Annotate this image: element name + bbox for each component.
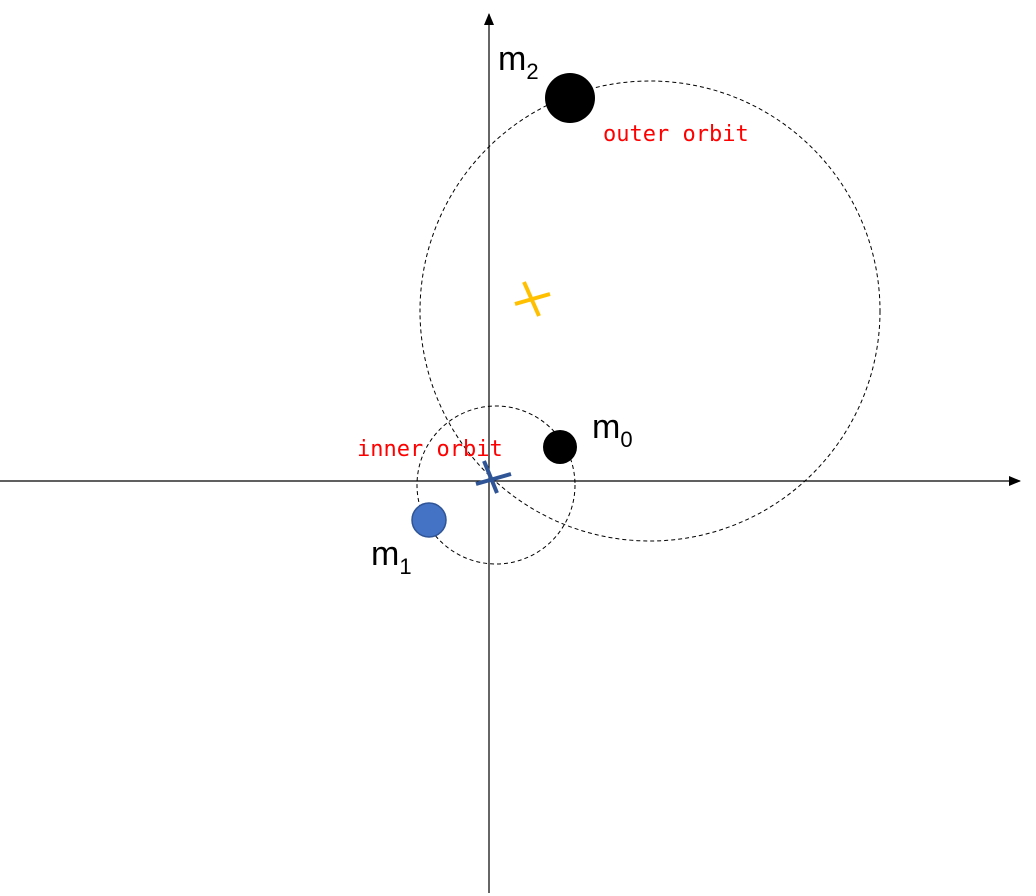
mass-m0 (543, 430, 577, 464)
label-m1-subscript: 1 (399, 554, 411, 579)
label-m2-subscript: 2 (526, 59, 538, 84)
inner-orbit-center-marker (475, 460, 512, 494)
label-m1: m1 (371, 535, 412, 579)
label-m2-base: m (498, 40, 526, 78)
label-m2: m2 (498, 40, 539, 84)
inner-orbit-label: inner orbit (357, 437, 503, 462)
outer-orbit-center-marker (514, 281, 551, 317)
label-m1-base: m (371, 535, 399, 573)
label-m0-base: m (592, 408, 620, 446)
label-m0-subscript: 0 (620, 427, 632, 452)
mass-m2 (545, 73, 595, 123)
label-m0: m0 (592, 408, 633, 452)
mass-m1 (411, 502, 447, 538)
outer-orbit-label: outer orbit (603, 122, 749, 147)
inner-orbit-path (416, 405, 576, 565)
outer-orbit-path (419, 80, 881, 542)
